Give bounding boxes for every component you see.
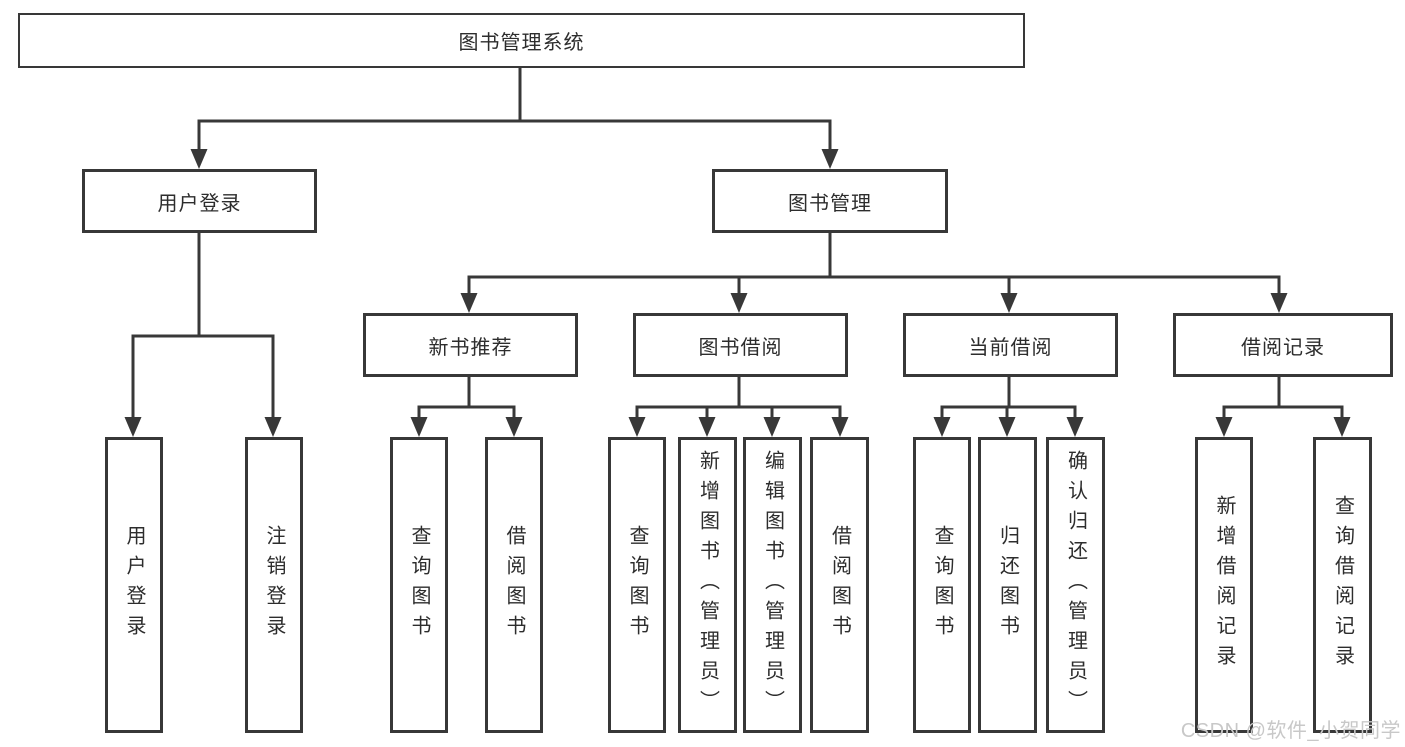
leaf-user-login-label: 用户登录: [123, 525, 145, 645]
leaf-query-books-current-label: 查询图书: [931, 525, 953, 645]
arrowhead: [1215, 417, 1233, 437]
connector-user-login-split: [131, 233, 275, 420]
node-new-book-recommendation: 新书推荐: [363, 313, 578, 377]
leaf-user-login: 用户登录: [105, 437, 163, 733]
arrowhead: [698, 417, 716, 437]
arrowhead: [1066, 417, 1084, 437]
node-new-book-recommendation-label: 新书推荐: [428, 336, 513, 359]
arrowhead: [190, 149, 208, 169]
leaf-add-books-admin: 新增图书（管理员）: [678, 437, 737, 733]
leaf-return-books: 归还图书: [978, 437, 1037, 733]
arrowhead: [628, 417, 646, 437]
leaf-edit-books-admin-label: 编辑图书（管理员）: [761, 450, 784, 720]
leaf-query-books-recommend-label: 查询图书: [408, 525, 430, 645]
leaf-add-borrow-record-label: 新增借阅记录: [1213, 495, 1235, 675]
node-book-borrowing: 图书借阅: [633, 313, 848, 377]
node-borrowing-records: 借阅记录: [1173, 313, 1393, 377]
leaf-confirm-return-admin-label: 确认归还（管理员）: [1064, 450, 1087, 720]
leaf-query-books-current: 查询图书: [913, 437, 971, 733]
arrowhead: [763, 417, 781, 437]
arrowhead: [1333, 417, 1351, 437]
arrowhead: [460, 293, 478, 313]
arrowhead: [730, 293, 748, 313]
node-library-system-label: 图书管理系统: [458, 32, 585, 54]
arrowhead: [505, 417, 523, 437]
arrowhead: [124, 417, 142, 437]
node-current-borrowing: 当前借阅: [903, 313, 1118, 377]
connector-book-borrow-split: [635, 377, 842, 420]
leaf-logout-label: 注销登录: [263, 525, 285, 645]
leaf-borrow-books-recommend-label: 借阅图书: [503, 525, 525, 645]
leaf-edit-books-admin: 编辑图书（管理员）: [743, 437, 802, 733]
leaf-borrow-books: 借阅图书: [810, 437, 869, 733]
arrowhead: [831, 417, 849, 437]
connector-borrow-record-split: [1222, 377, 1344, 420]
connector-new-book-split: [417, 377, 516, 420]
node-book-management: 图书管理: [712, 169, 948, 233]
leaf-query-borrow-record-label: 查询借阅记录: [1331, 495, 1354, 675]
leaf-confirm-return-admin: 确认归还（管理员）: [1046, 437, 1105, 733]
leaf-logout: 注销登录: [245, 437, 303, 733]
connector-root-split: [197, 68, 832, 152]
leaf-add-books-admin-label: 新增图书（管理员）: [696, 450, 719, 720]
leaf-return-books-label: 归还图书: [996, 525, 1019, 645]
node-user-login: 用户登录: [82, 169, 317, 233]
arrowhead: [410, 417, 428, 437]
leaf-query-borrow-record: 查询借阅记录: [1313, 437, 1372, 733]
node-book-management-label: 图书管理: [788, 192, 872, 215]
csdn-watermark: CSDN @软件_小贺同学: [1180, 720, 1401, 742]
leaf-query-books-borrowing-label: 查询图书: [626, 525, 648, 645]
leaf-borrow-books-recommend: 借阅图书: [485, 437, 543, 733]
node-book-borrowing-label: 图书借阅: [698, 336, 783, 359]
arrowhead: [264, 417, 282, 437]
node-current-borrowing-label: 当前借阅: [968, 336, 1053, 359]
leaf-add-borrow-record: 新增借阅记录: [1195, 437, 1253, 733]
node-user-login-label: 用户登录: [157, 192, 242, 215]
leaf-query-books-borrowing: 查询图书: [608, 437, 666, 733]
arrowhead: [998, 417, 1016, 437]
arrowhead: [1270, 293, 1288, 313]
node-borrowing-records-label: 借阅记录: [1241, 336, 1325, 359]
arrowhead: [1000, 293, 1018, 313]
leaf-borrow-books-label: 借阅图书: [828, 525, 851, 645]
connector-current-borrow-split: [940, 377, 1077, 420]
arrowhead: [933, 417, 951, 437]
connector-book-management-split: [467, 233, 1281, 296]
arrowhead: [821, 149, 839, 169]
leaf-query-books-recommend: 查询图书: [390, 437, 448, 733]
node-library-system: 图书管理系统: [18, 13, 1025, 68]
